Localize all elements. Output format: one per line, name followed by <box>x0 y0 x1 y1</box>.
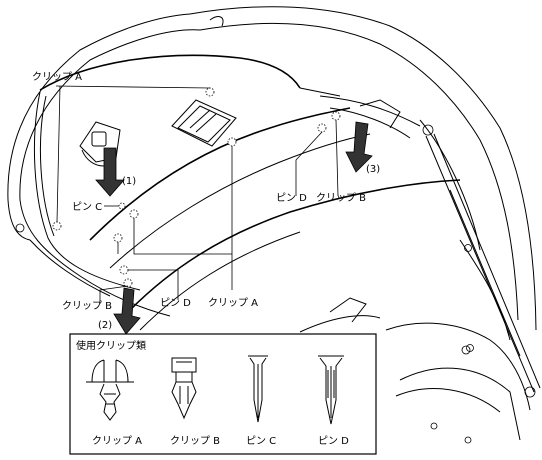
label-clip-b-left: クリップ B <box>62 300 112 312</box>
arrow-step-3 <box>345 121 373 173</box>
marker-pin-d-left <box>119 265 129 275</box>
pin-d-illustration <box>318 355 344 425</box>
marker-clip-a-2 <box>227 137 237 147</box>
pin-c-illustration <box>248 355 268 423</box>
legend-label-clip-a: クリップ A <box>92 435 142 447</box>
arrow-step-1 <box>95 147 125 197</box>
legend-label-clip-b: クリップ B <box>170 435 220 447</box>
label-clip-a-top: クリップ A <box>32 71 82 83</box>
marker-pin-c <box>118 202 126 210</box>
marker-clip-b-left <box>123 278 133 288</box>
marker-pin-d-right <box>317 123 327 133</box>
legend-label-pin-c: ピン C <box>246 435 276 447</box>
direction-arrows <box>95 121 373 335</box>
legend-title: 使用クリップ類 <box>76 339 146 352</box>
legend-box: 使用クリップ類 クリップ <box>69 333 377 455</box>
clip-a-illustration <box>86 359 134 421</box>
legend-label-pin-d: ピン D <box>318 435 349 447</box>
pull-handle-pocket <box>171 99 237 147</box>
marker-clip-a-5 <box>113 233 123 243</box>
leader-lines <box>55 85 339 304</box>
marker-clip-a-3 <box>52 221 62 231</box>
liftgate-outline <box>7 6 537 352</box>
marker-clip-a-4 <box>129 209 139 219</box>
lower-body <box>299 297 531 444</box>
label-pin-d-left: ピン D <box>160 297 191 309</box>
label-step-1: (1) <box>122 176 136 187</box>
label-pin-d-right: ピン D <box>276 192 307 204</box>
marker-clip-b-right <box>331 111 341 121</box>
legend-frame <box>69 333 377 455</box>
latch-cutout <box>79 121 121 167</box>
label-pin-c: ピン C <box>72 201 102 213</box>
label-step-2: (2) <box>98 320 112 331</box>
label-clip-a-mid: クリップ A <box>208 297 258 309</box>
label-clip-b-right: クリップ B <box>316 192 366 204</box>
gas-strut <box>422 124 541 398</box>
arrow-step-2 <box>113 287 141 335</box>
trim-panel <box>33 54 461 331</box>
clip-b-illustration <box>171 357 197 420</box>
label-step-3: (3) <box>366 164 380 175</box>
marker-clip-a-1 <box>205 87 215 97</box>
